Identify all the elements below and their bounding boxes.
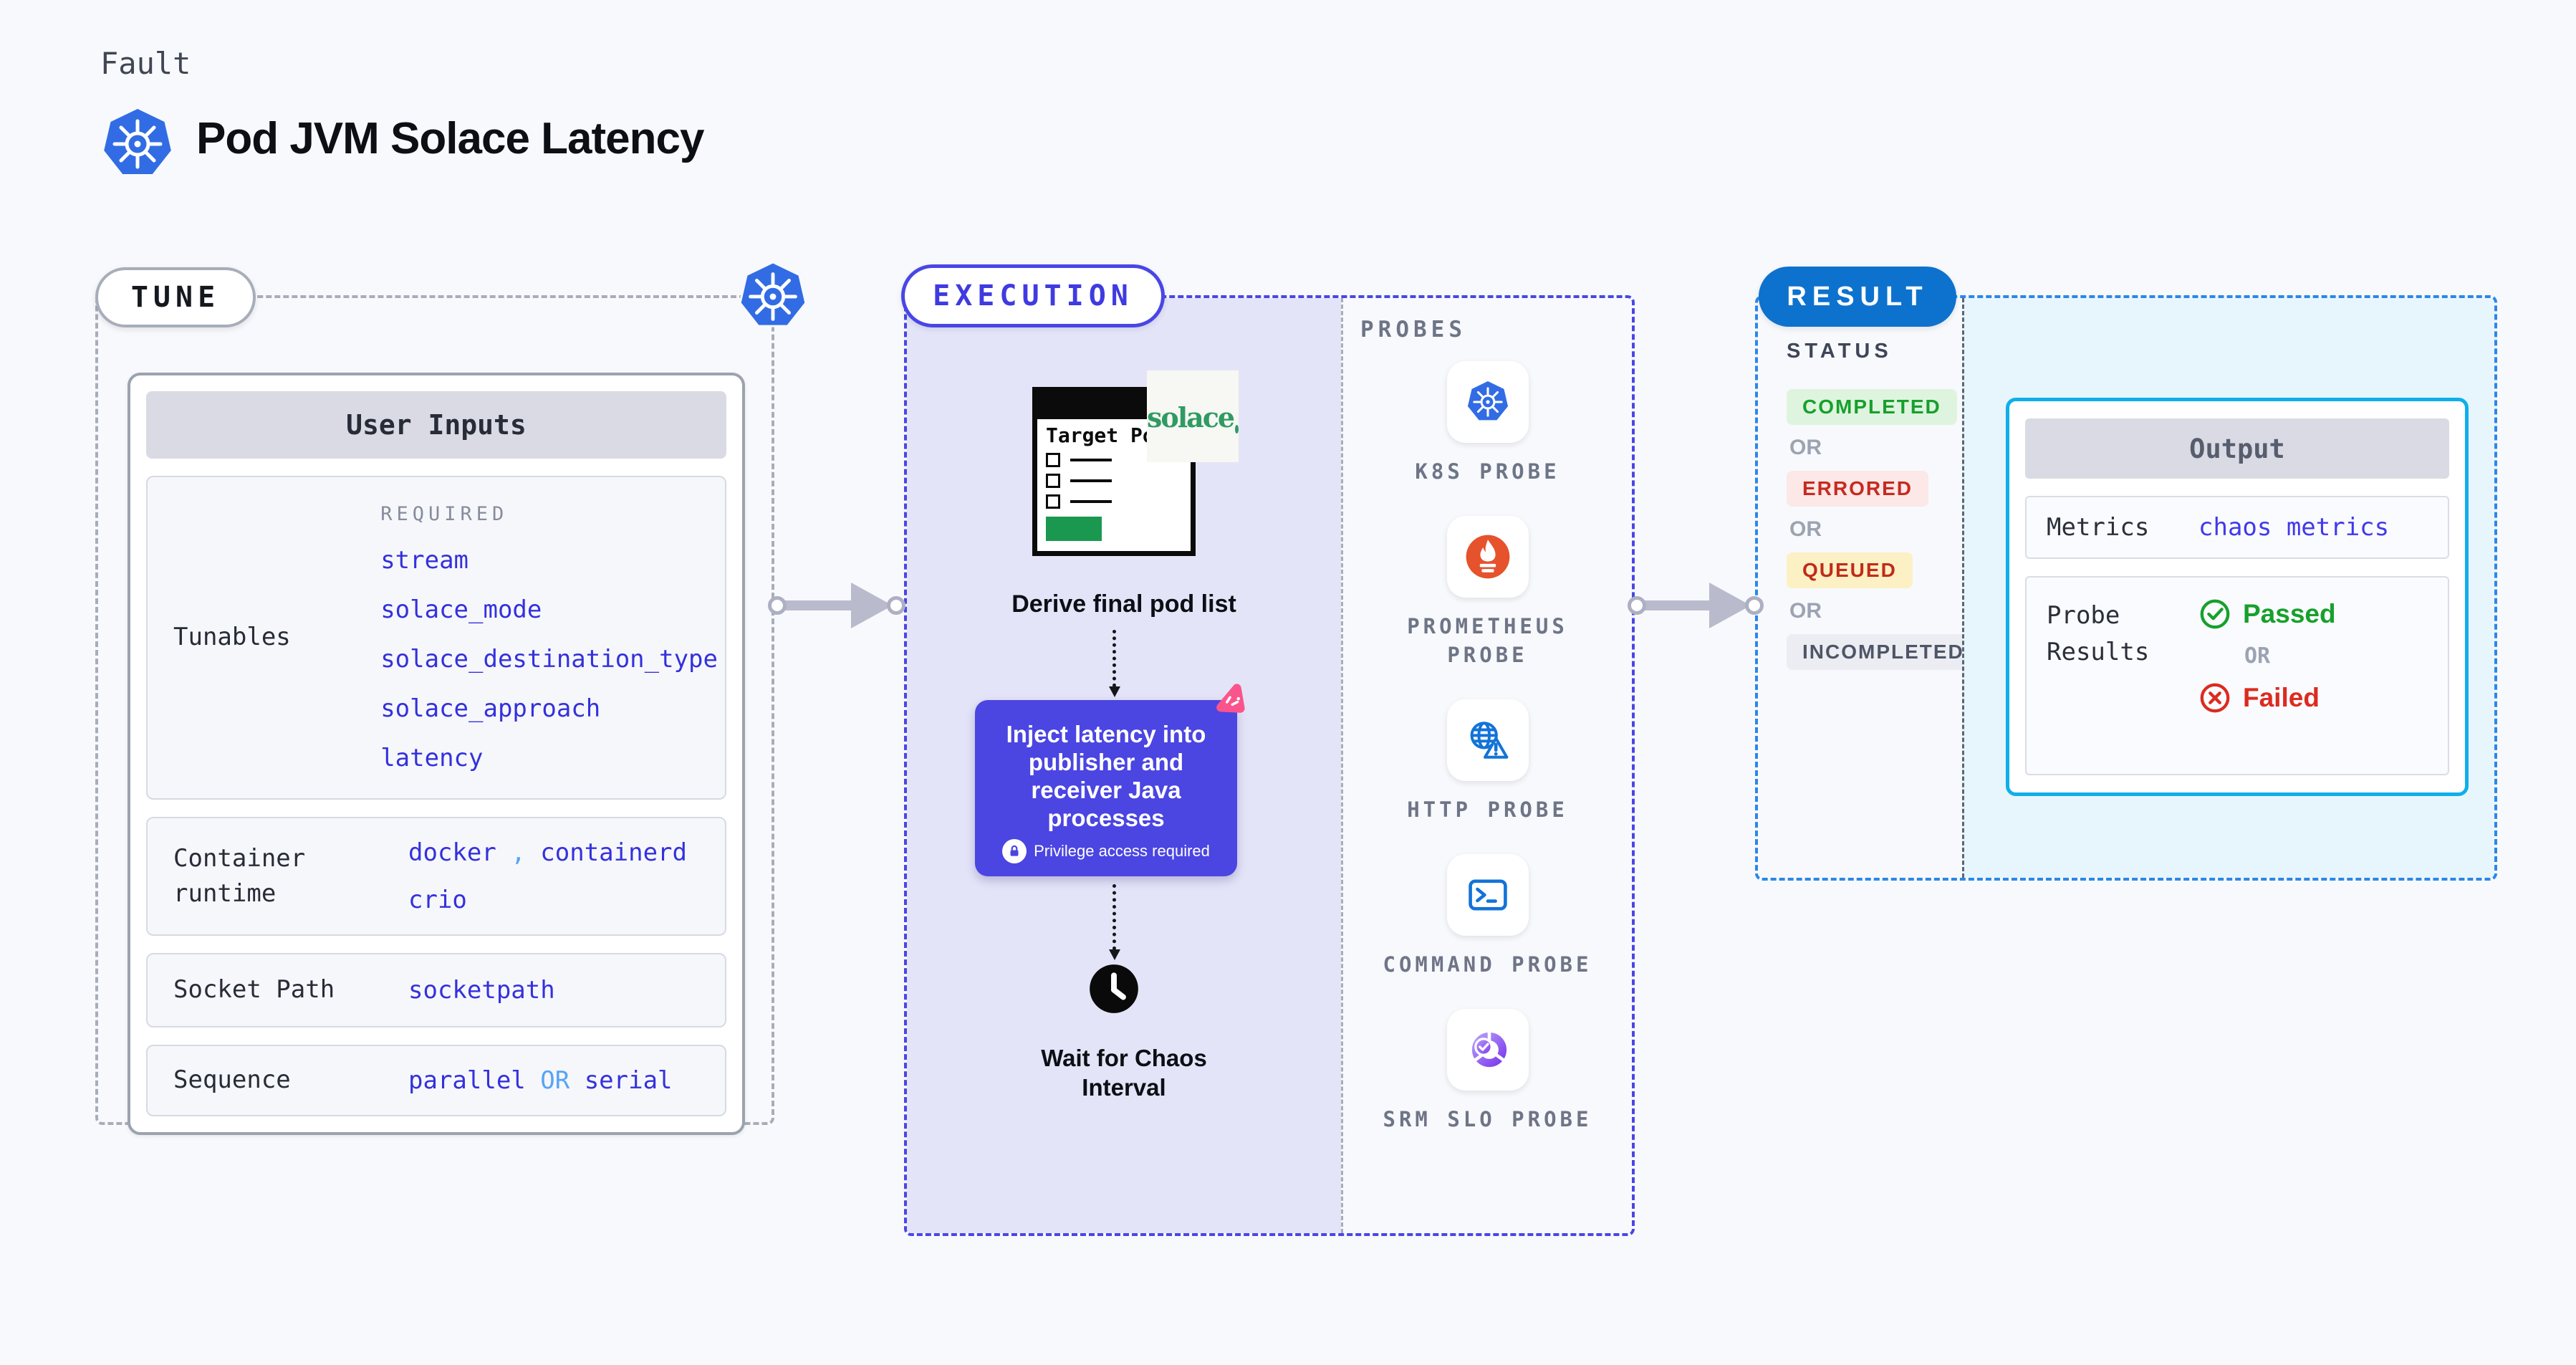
selected-pods-bar [1046, 517, 1102, 541]
row-label: Container runtime [173, 843, 306, 908]
or-separator: OR [2244, 643, 2271, 669]
row-label: Sequence [173, 1065, 291, 1095]
required-tag: REQUIRED [380, 503, 509, 525]
status-badge-completed: COMPLETED [1787, 389, 1957, 425]
runtime-values-line: docker , containerd [408, 838, 687, 867]
wait-caption: Wait for Chaos Interval [1041, 1045, 1207, 1101]
probes-title: PROBES [1360, 317, 1466, 343]
pod-list-item [1046, 494, 1182, 509]
probe-label: COMMAND PROBE [1383, 952, 1592, 977]
fault-eyebrow: Fault [100, 46, 191, 81]
table-row-container-runtime: Container runtime docker , containerd cr… [146, 817, 726, 936]
row-label: Tunables [173, 623, 291, 652]
sequence-value: parallel OR serial [408, 1066, 673, 1095]
check-circle-icon [2200, 599, 2230, 629]
kubernetes-icon [738, 261, 808, 334]
status-badge-incompleted: INCOMPLETED [1787, 634, 1980, 670]
execution-to-result-arrow [1628, 583, 1764, 628]
command-probe-icon [1446, 854, 1529, 936]
status-title: STATUS [1787, 340, 1893, 363]
row-label: Socket Path [173, 975, 335, 1005]
solace-logo: solace [1147, 370, 1239, 462]
metrics-label: Metrics [2047, 512, 2150, 542]
probe-label: SRM SLO PROBE [1383, 1107, 1592, 1131]
checkbox-icon [1046, 453, 1060, 467]
tunable-value: solace_destination_type [380, 645, 718, 674]
tunable-value: solace_approach [380, 694, 601, 723]
execution-pill: EXECUTION [901, 264, 1165, 327]
tunable-value: stream [380, 546, 469, 575]
table-row-socket-path: Socket Path socketpath [146, 953, 726, 1028]
status-column: STATUS COMPLETED OR ERRORED OR QUEUED OR… [1758, 298, 1980, 878]
user-inputs-card: User Inputs Tunables REQUIRED stream sol… [128, 373, 745, 1135]
user-inputs-header: User Inputs [146, 391, 726, 459]
metrics-value: chaos metrics [2198, 513, 2390, 542]
table-row-tunables: Tunables REQUIRED stream solace_mode sol… [146, 476, 726, 800]
passed-result: Passed [2198, 598, 2336, 631]
checkbox-icon [1046, 494, 1060, 509]
probe-results-row: Probe Results Passed OR [2025, 576, 2449, 775]
probe-results-label: Probe Results [2047, 601, 2150, 666]
tunable-value: solace_mode [380, 595, 542, 624]
result-pill: RESULT [1759, 267, 1956, 327]
or-separator: OR [1789, 436, 1822, 459]
probe-label: K8S PROBE [1415, 459, 1560, 484]
comma-separator: , [511, 838, 526, 867]
output-card: Output Metrics chaos metrics Probe Resul… [2006, 398, 2469, 796]
metrics-row: Metrics chaos metrics [2025, 496, 2449, 559]
tune-to-execution-arrow [768, 583, 905, 628]
pod-list-item [1046, 453, 1182, 467]
flow-arrow-down-icon [1109, 884, 1120, 960]
or-separator: OR [1789, 599, 1822, 623]
socket-path-value: socketpath [408, 976, 555, 1005]
output-header: Output [2025, 418, 2449, 479]
probe-label: HTTP PROBE [1407, 798, 1568, 822]
output-panel: Output Metrics chaos metrics Probe Resul… [1962, 298, 2494, 878]
tunable-value: latency [380, 744, 484, 772]
table-row-sequence: Sequence parallel OR serial [146, 1045, 726, 1116]
chaos-icon [1210, 681, 1247, 719]
lock-icon [1002, 839, 1027, 863]
page-title: Pod JVM Solace Latency [196, 114, 704, 163]
runtime-value: crio [408, 886, 467, 914]
probe-item: PROMETHEUS PROBE [1380, 516, 1595, 669]
prometheus-probe-icon [1446, 516, 1529, 598]
probe-label: PROMETHEUS PROBE [1407, 614, 1568, 667]
checkbox-icon [1046, 474, 1060, 488]
probe-item: K8S PROBE [1380, 361, 1595, 486]
http-probe-icon [1446, 699, 1529, 781]
probe-item: SRM SLO PROBE [1380, 1009, 1595, 1134]
execution-section: Target Pods solace Derive final pod list [904, 295, 1635, 1236]
result-section: STATUS COMPLETED OR ERRORED OR QUEUED OR… [1755, 295, 2497, 881]
failed-result: Failed [2198, 681, 2336, 714]
probe-item: HTTP PROBE [1380, 699, 1595, 824]
pod-list-item [1046, 474, 1182, 488]
derive-caption: Derive final pod list [1011, 590, 1236, 618]
clock-icon [1088, 963, 1140, 1015]
solace-dot-icon [1235, 425, 1239, 434]
probes-panel: PROBES [1341, 298, 1632, 1233]
flow-arrow-down-icon [1109, 630, 1120, 697]
inject-step-label: Inject latency into publisher and receiv… [1006, 721, 1206, 831]
or-keyword: OR [540, 1066, 570, 1095]
kubernetes-icon [102, 107, 173, 182]
status-badge-errored: ERRORED [1787, 471, 1929, 507]
execution-flow: Target Pods solace Derive final pod list [907, 298, 1341, 1233]
status-badge-queued: QUEUED [1787, 552, 1913, 588]
tune-pill: TUNE [95, 267, 256, 327]
probe-item: COMMAND PROBE [1380, 854, 1595, 979]
srm-slo-probe-icon [1446, 1009, 1529, 1091]
inject-latency-step: Inject latency into publisher and receiv… [975, 684, 1245, 876]
k8s-probe-icon [1446, 361, 1529, 443]
privilege-note: Privilege access required [992, 839, 1220, 863]
x-circle-icon [2200, 683, 2230, 713]
or-separator: OR [1789, 517, 1822, 541]
